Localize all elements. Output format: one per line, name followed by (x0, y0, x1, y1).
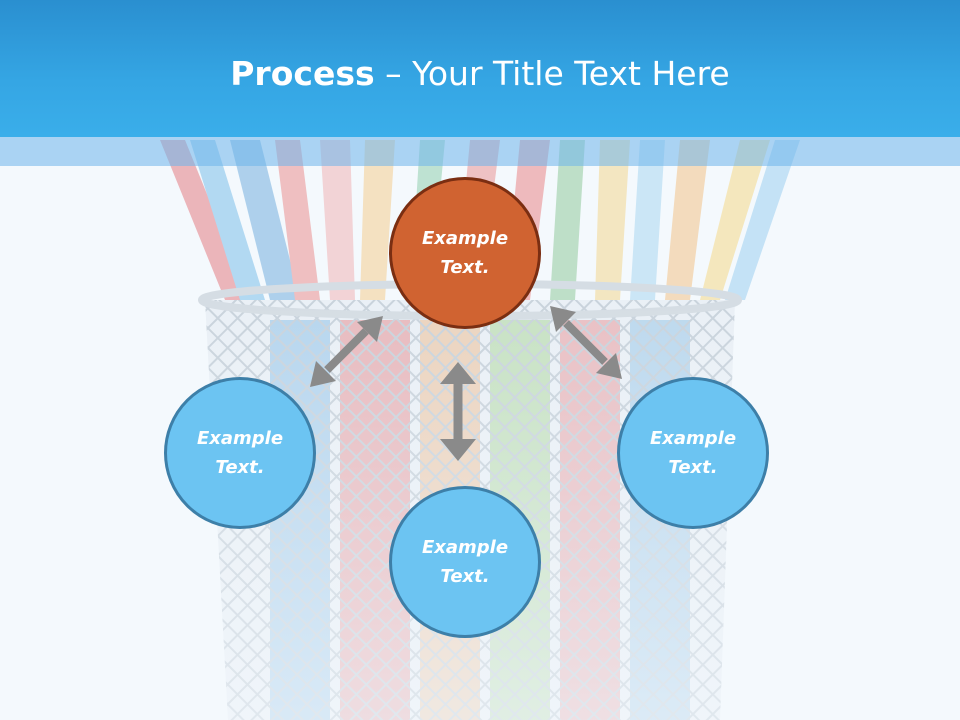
slide-title: Process – Your Title Text Here (0, 52, 960, 96)
node-top-line2: Text. (440, 257, 490, 278)
node-left-line2: Text. (215, 457, 265, 478)
title-rest: – Your Title Text Here (374, 54, 730, 93)
title-bold: Process (230, 54, 375, 93)
process-node-top: Example Text. (389, 177, 541, 329)
node-right-line1: Example (649, 428, 737, 449)
node-top-line1: Example (421, 228, 509, 249)
process-node-bottom: Example Text. (389, 486, 541, 638)
header-band (0, 137, 960, 166)
process-node-right: Example Text. (617, 377, 769, 529)
node-right-line2: Text. (668, 457, 718, 478)
process-node-left: Example Text. (164, 377, 316, 529)
node-bottom-line1: Example (421, 537, 509, 558)
node-bottom-line2: Text. (440, 566, 490, 587)
header-bar (0, 0, 960, 137)
node-left-line1: Example (196, 428, 284, 449)
